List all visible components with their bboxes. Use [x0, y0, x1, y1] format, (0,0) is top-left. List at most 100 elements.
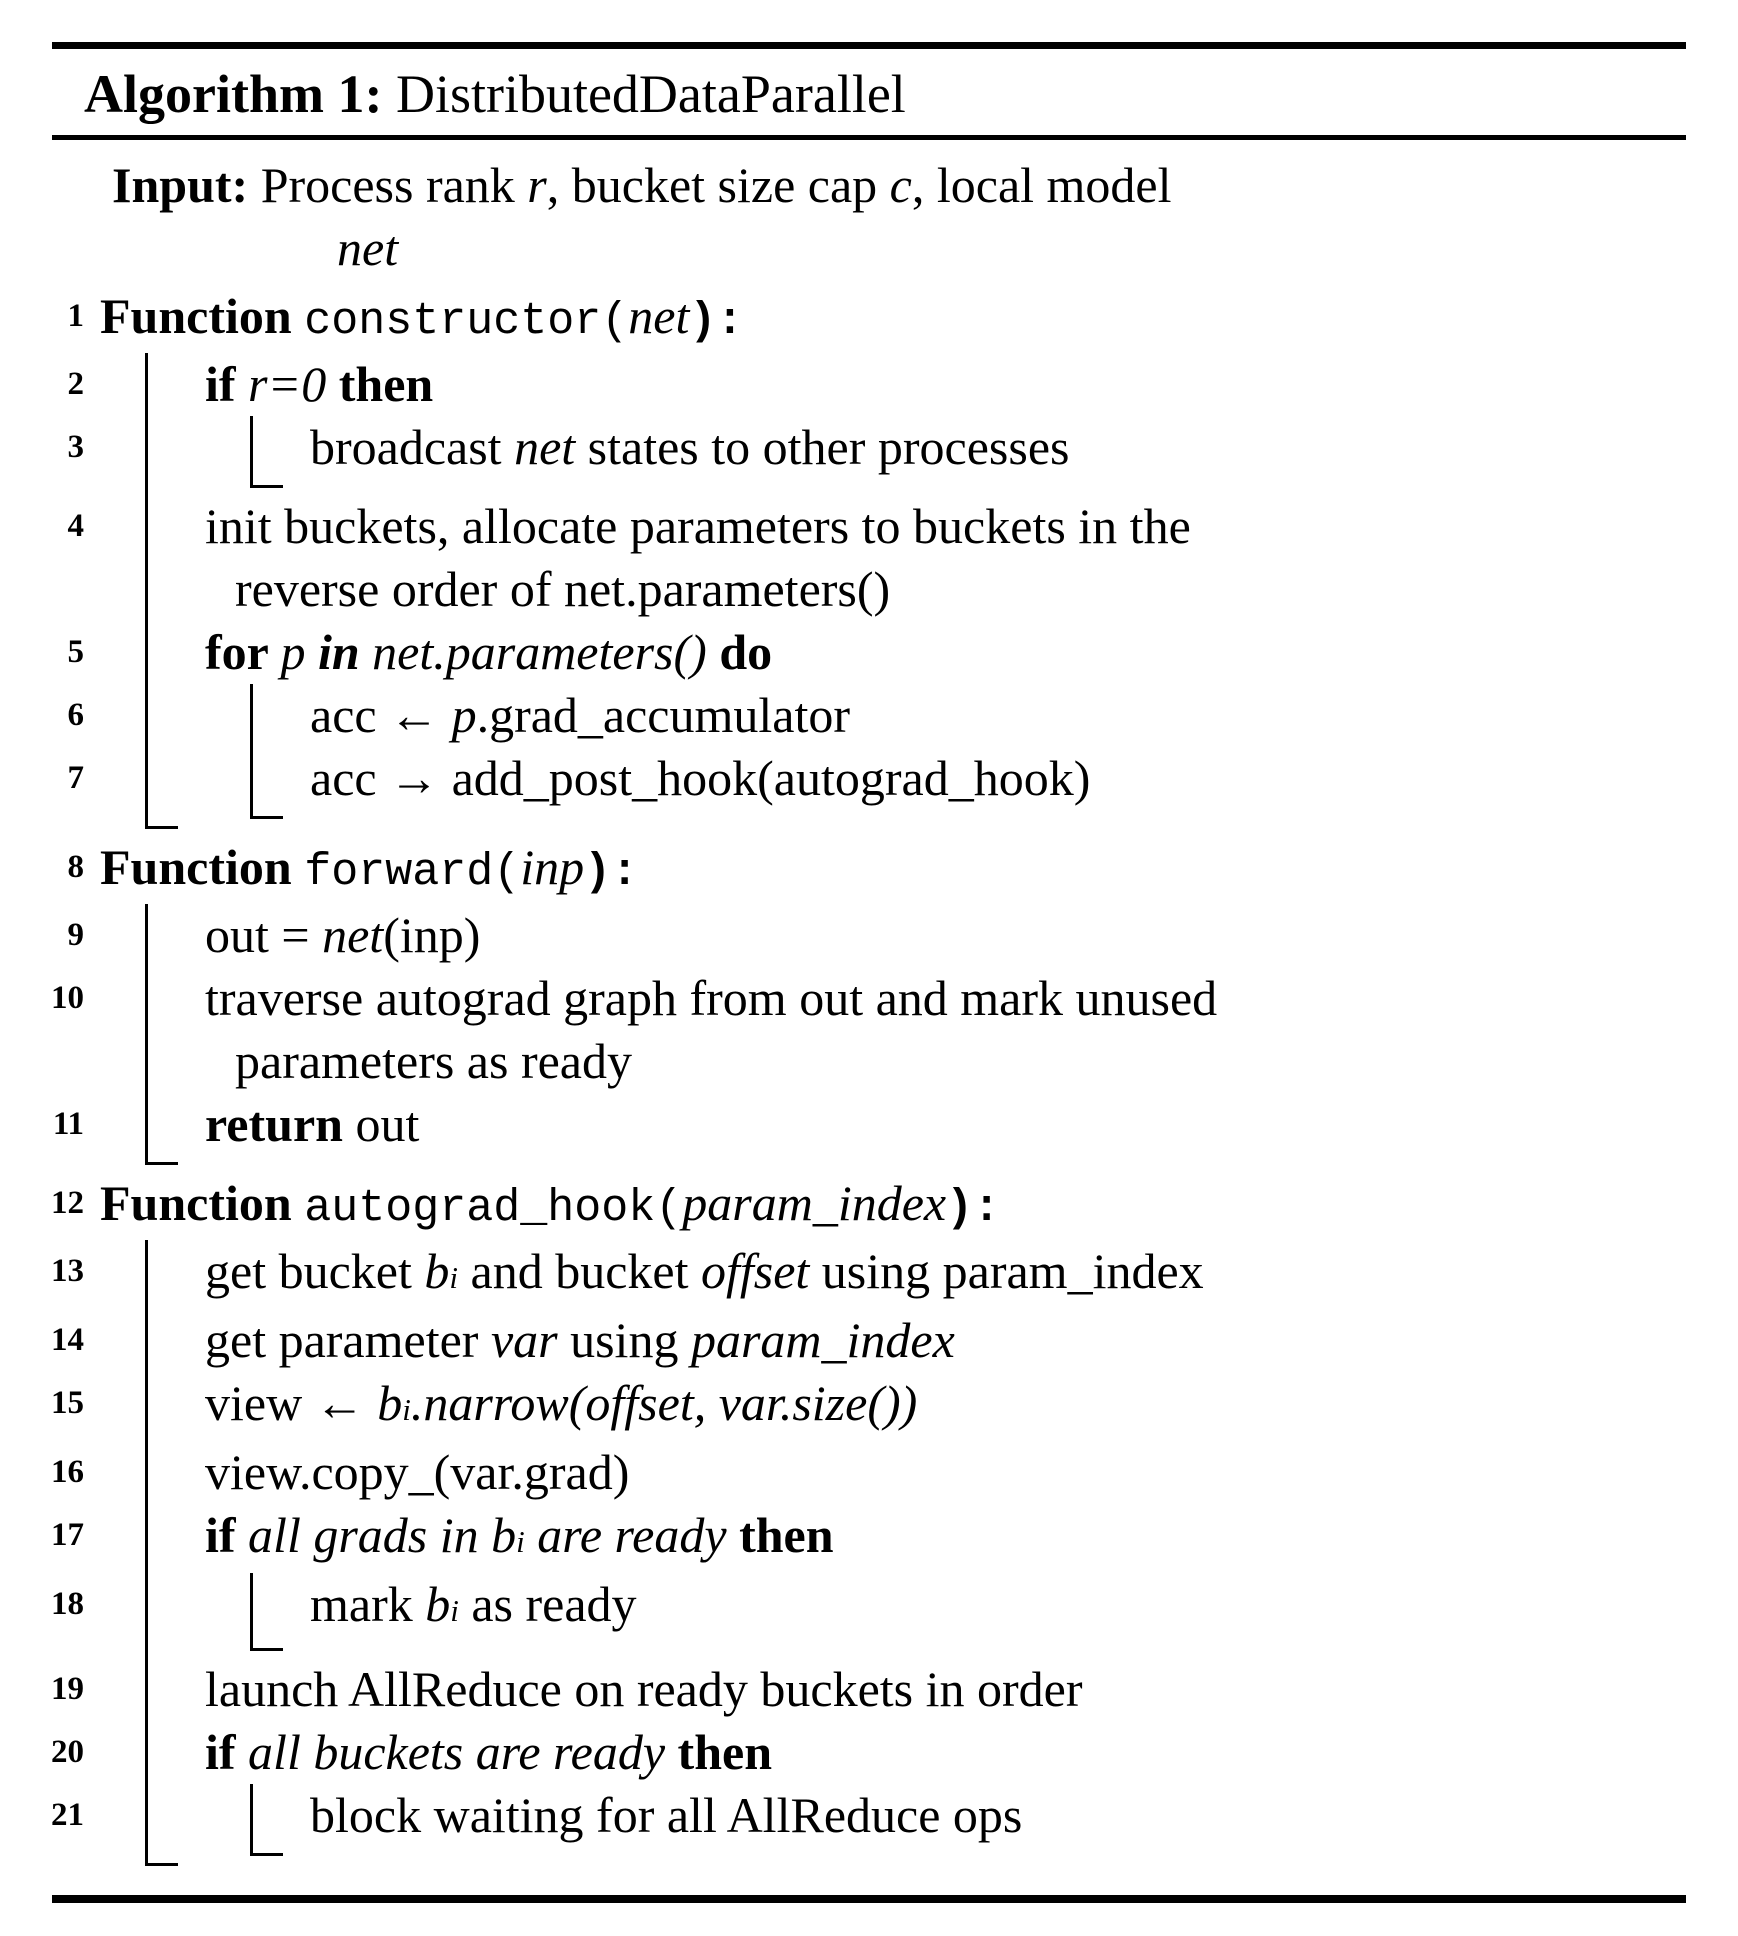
line-number: 7 [67, 760, 85, 796]
input-text: , bucket size cap [546, 157, 890, 213]
statement-text: and bucket [458, 1243, 701, 1299]
block-end-tick [148, 826, 178, 829]
statement-text: traverse autograd graph from out and mar… [205, 970, 1218, 1026]
loop-iterable: net.parameters() [359, 624, 720, 680]
algo-line-4: 4 init buckets, allocate parameters to bu… [68, 495, 1708, 621]
keyword-then: then [739, 1507, 834, 1563]
line-number: 8 [67, 849, 85, 885]
function-close: ): [584, 847, 639, 898]
input-line: Input: Process rank r, bucket size cap c… [100, 154, 1708, 280]
line-number: 11 [52, 1106, 84, 1142]
block-end-tick [253, 816, 283, 819]
keyword-do: do [719, 624, 773, 680]
condition: r=0 [248, 356, 327, 412]
statement-text: out [342, 1096, 420, 1152]
var-b: b [424, 1243, 450, 1299]
var-param-index: param_index [690, 1312, 955, 1368]
statement-text: using [557, 1312, 691, 1368]
subscript-i: i [449, 1260, 458, 1295]
input-text: , local model [911, 157, 1172, 213]
var-offset: offset [700, 1243, 810, 1299]
math-expression: .narrow(offset, var.size()) [410, 1375, 918, 1431]
function-name: forward( [304, 847, 521, 898]
line-number: 17 [51, 1517, 84, 1553]
statement-text: launch AllReduce on ready buckets in ord… [205, 1661, 1083, 1717]
algo-line-10: 10 traverse autograd graph from out and m… [51, 967, 1708, 1093]
subscript-i: i [516, 1524, 525, 1559]
subscript-i: i [450, 1593, 459, 1628]
statement-text: get bucket [205, 1243, 425, 1299]
line-number: 12 [51, 1185, 84, 1221]
var-var: var [490, 1312, 558, 1368]
algo-line-7: 7 acc → add_post_hook(autograd_hook) [68, 747, 1708, 810]
condition: all buckets are ready [248, 1724, 678, 1780]
for-block: 6 acc ← p.grad_accumulator 7 acc → add_pos… [68, 684, 1708, 819]
function-name: constructor( [304, 296, 629, 347]
line-number: 4 [67, 508, 85, 544]
line-number: 6 [67, 697, 85, 733]
function-close: ): [689, 296, 744, 347]
subscript-i: i [402, 1392, 411, 1427]
statement-text: acc → add_post_hook(autograd_hook) [310, 750, 1091, 806]
line-number: 5 [67, 634, 85, 670]
statement-text: states to other processes [575, 419, 1070, 475]
block-end-tick [148, 1162, 178, 1165]
var-p: p [451, 687, 477, 743]
line-number: 9 [67, 917, 85, 953]
if-block: 3 broadcast net states to other processes [68, 416, 1708, 488]
top-rule [52, 42, 1686, 49]
function-arg: net [628, 288, 690, 344]
statement-text: broadcast [310, 419, 515, 475]
statement-text-continuation: reverse order of net.parameters() [235, 561, 891, 617]
var-r: r [527, 157, 547, 213]
statement-text: mark [310, 1576, 426, 1632]
var-net: net [514, 419, 576, 475]
block-end-tick [253, 485, 283, 488]
block-end-tick [148, 1863, 178, 1866]
algorithm-title-label: Algorithm 1: [84, 64, 383, 124]
line-number: 20 [51, 1734, 84, 1770]
line-number: 10 [51, 980, 84, 1016]
statement-text: acc ← [310, 687, 452, 743]
var-b: b [425, 1576, 451, 1632]
line-number: 16 [51, 1454, 84, 1490]
line-number: 18 [51, 1586, 84, 1622]
keyword-function: Function [100, 839, 305, 895]
algo-line-17: 17 if all grads in bi are ready then [51, 1504, 1708, 1573]
statement-text: view.copy_(var.grad) [205, 1444, 630, 1500]
input-text: Process rank [248, 157, 528, 213]
block-end-tick [253, 1648, 283, 1651]
keyword-if: if [205, 1507, 249, 1563]
statement-text: init buckets, allocate parameters to buc… [205, 498, 1191, 554]
statement-text: .grad_accumulator [476, 687, 851, 743]
line-number: 19 [51, 1671, 84, 1707]
statement-text: using param_index [809, 1243, 1204, 1299]
function-close: ): [946, 1183, 1001, 1234]
line-number: 3 [67, 429, 85, 465]
algo-line-3: 3 broadcast net states to other processes [68, 416, 1708, 479]
line-number: 15 [51, 1385, 84, 1421]
function-arg: param_index [682, 1175, 947, 1231]
keyword-function: Function [100, 1175, 305, 1231]
input-label: Input: [112, 157, 249, 213]
title-rule [52, 135, 1686, 140]
var-net: net [322, 907, 384, 963]
block-end-tick [253, 1853, 283, 1856]
condition: are ready [524, 1507, 740, 1563]
condition: all grads in b [248, 1507, 517, 1563]
keyword-if: if [205, 1724, 249, 1780]
bottom-rule [52, 1895, 1686, 1903]
algorithm-body: Input: Process rank r, bucket size cap c… [0, 140, 1738, 1866]
